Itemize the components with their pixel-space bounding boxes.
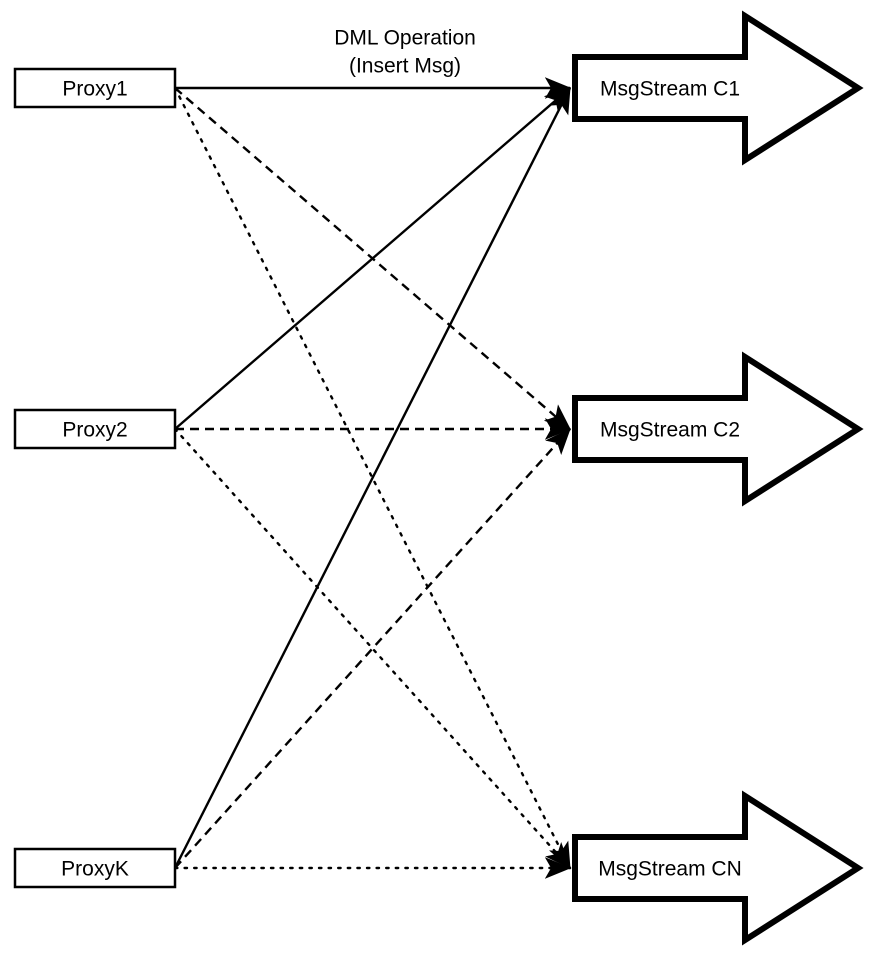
msgstream-node-c1[interactable]: MsgStream C1 <box>572 10 864 166</box>
proxy-node-proxyk[interactable]: ProxyK <box>13 847 177 889</box>
edge-proxy2-to-msgstream-cn <box>173 427 572 870</box>
streams-layer: MsgStream C1 MsgStream C2 MsgStream CN <box>572 10 864 946</box>
annotations-layer: DML Operation (Insert Msg) <box>334 27 476 78</box>
msgstream-c1-block-arrow[interactable] <box>572 10 864 166</box>
msgstream-node-c2[interactable]: MsgStream C2 <box>572 351 864 507</box>
edge-proxy2-to-msgstream-c1 <box>174 87 571 430</box>
msgstream-c1-label: MsgStream C1 <box>600 78 740 101</box>
edge-proxyk-to-msgstream-c1 <box>173 86 572 869</box>
proxy2-label: Proxy2 <box>62 419 127 442</box>
proxy1-label: Proxy1 <box>62 78 127 101</box>
proxy-node-proxy2[interactable]: Proxy2 <box>13 408 177 450</box>
dml-operation-annotation-line2: (Insert Msg) <box>349 55 461 78</box>
proxyk-label: ProxyK <box>61 858 129 881</box>
msgstream-c2-block-arrow[interactable] <box>572 351 864 507</box>
proxy1-box[interactable] <box>13 67 177 109</box>
proxy2-box[interactable] <box>13 408 177 450</box>
msgstream-cn-label: MsgStream CN <box>598 858 742 881</box>
edge-proxy1-to-msgstream-cn <box>173 86 572 870</box>
edges-layer <box>173 77 572 879</box>
msgstream-node-cn[interactable]: MsgStream CN <box>572 790 864 946</box>
msgstream-c2-label: MsgStream C2 <box>600 419 740 442</box>
edge-proxyk-to-msgstream-c2 <box>174 428 571 869</box>
proxies-layer: Proxy1 Proxy2 ProxyK <box>13 67 177 889</box>
proxy-node-proxy1[interactable]: Proxy1 <box>13 67 177 109</box>
proxyk-box[interactable] <box>13 847 177 889</box>
msgstream-cn-block-arrow[interactable] <box>572 790 864 946</box>
dml-operation-annotation-line1: DML Operation <box>334 27 476 50</box>
